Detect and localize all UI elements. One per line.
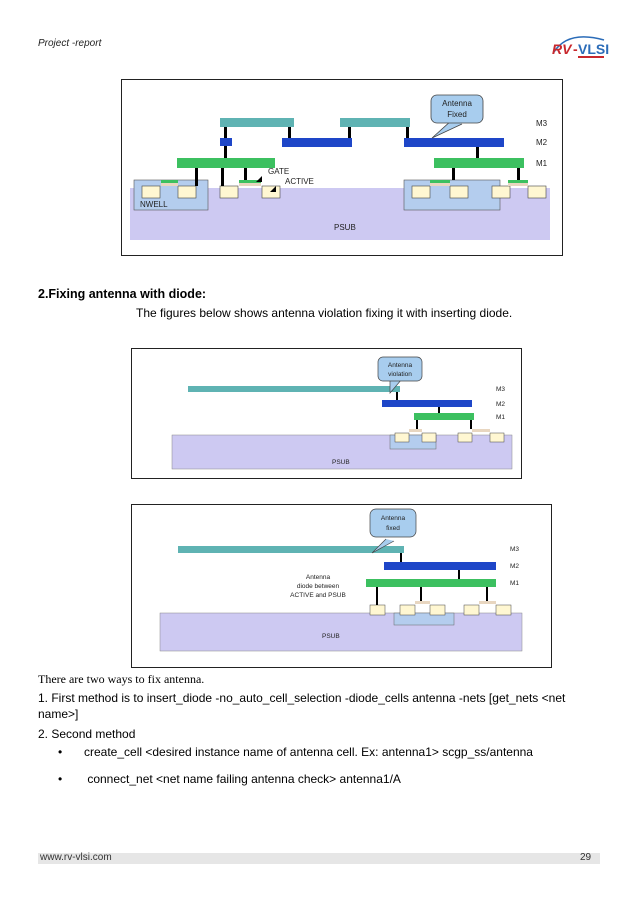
section-description: The figures below shows antenna violatio… (136, 306, 513, 320)
method-two: 2. Second method (38, 727, 136, 741)
layer-label-m2: M2 (496, 401, 505, 408)
rv-vlsi-logo: RV - VLSI (548, 32, 610, 60)
figure-antenna-fixed-diode: Antenna fixed Antenna diode between ACTI… (131, 504, 552, 668)
callout-line: Antenna (442, 99, 472, 108)
active-label: ACTIVE (285, 177, 314, 186)
layer-label-m1: M1 (496, 414, 505, 421)
nwell-region (393, 612, 455, 626)
psub-label: PSUB (322, 633, 340, 640)
layer-label-m3: M3 (510, 546, 519, 553)
diode-label-line: Antenna (306, 574, 331, 581)
psub-label: PSUB (332, 459, 350, 466)
m1-wire-left (177, 158, 275, 168)
psub-region (159, 612, 523, 652)
section-heading: 2.Fixing antenna with diode: (38, 287, 207, 301)
antenna-callout (430, 94, 484, 124)
svg-text:VLSI: VLSI (578, 41, 609, 57)
svg-text:RV: RV (552, 41, 573, 57)
callout-line: Antenna (381, 515, 406, 522)
figure-antenna-fixed: Antenna Fixed M3 M2 M1 GATE ACTIVE NWELL… (121, 79, 563, 256)
m1-wire (366, 579, 496, 587)
psub-label: PSUB (334, 223, 356, 232)
m2-wire (282, 138, 352, 147)
m1-wire (414, 413, 474, 420)
diode-label-line: diode between (297, 583, 340, 590)
figure-antenna-violation: Antenna violation M3 M2 M1 PSUB (131, 348, 522, 479)
gate-label: GATE (268, 167, 289, 176)
footer-bar (38, 853, 600, 864)
layer-label-m2: M2 (510, 563, 519, 570)
psub-region (171, 434, 513, 470)
bullet-item: • create_cell <desired instance name of a… (58, 745, 533, 759)
m2-wire (404, 138, 504, 147)
svg-text:-: - (573, 41, 578, 57)
method-one: 1. First method is to insert_diode -no_a… (38, 691, 566, 721)
layer-label-m3: M3 (536, 119, 548, 128)
footer-url[interactable]: www.rv-vlsi.com (40, 852, 112, 863)
m2-wire (384, 562, 496, 570)
callout-line: violation (388, 371, 412, 378)
m3-wire (220, 118, 294, 127)
layer-label-m2: M2 (536, 138, 548, 147)
nwell-label: NWELL (140, 200, 168, 209)
m3-wire (178, 546, 404, 553)
bullet-text: create_cell <desired instance name of an… (84, 745, 533, 759)
diode-label-line: ACTIVE and PSUB (290, 592, 346, 599)
callout-line: Fixed (447, 110, 467, 119)
layer-label-m3: M3 (496, 386, 505, 393)
m1-wire-right (434, 158, 524, 168)
callout-line: fixed (386, 525, 400, 532)
m3-wire (340, 118, 410, 127)
bullet-item: • connect_net <net name failing antenna … (58, 772, 401, 786)
intro-text: There are two ways to fix antenna. (38, 672, 205, 686)
layer-label-m1: M1 (536, 159, 548, 168)
m2-wire (382, 400, 472, 407)
page-number: 29 (580, 852, 592, 863)
layer-label-m1: M1 (510, 580, 519, 587)
m3-wire (188, 386, 400, 392)
bullet-text: connect_net <net name failing antenna ch… (84, 772, 401, 786)
callout-line: Antenna (388, 362, 413, 369)
antenna-callout (369, 508, 417, 538)
header-title: Project -report (38, 38, 102, 49)
m2-wire (220, 138, 232, 146)
bullet-glyph: • (58, 772, 63, 786)
bullet-glyph: • (58, 745, 63, 759)
antenna-callout (377, 356, 423, 382)
